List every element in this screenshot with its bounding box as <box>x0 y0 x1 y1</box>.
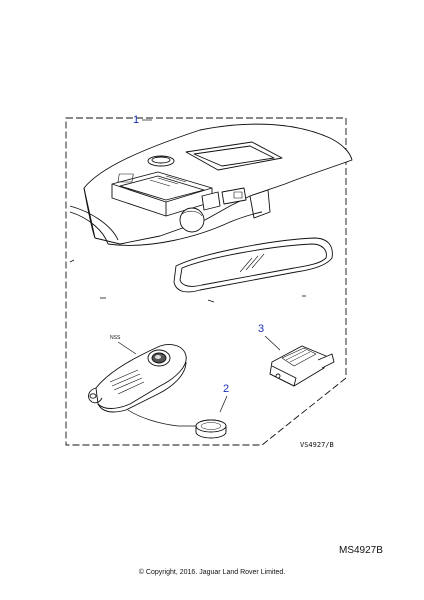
part-label-nss: NSS <box>110 335 121 341</box>
callout-3[interactable]: 3 <box>258 323 281 351</box>
rear-view-mirror[interactable] <box>173 237 333 293</box>
remote-transmitter[interactable] <box>88 341 187 413</box>
diagram-code: MS4927B <box>339 545 383 556</box>
callout-2-number: 2 <box>223 383 229 395</box>
battery-coin-cell[interactable] <box>195 419 227 439</box>
callout-2[interactable]: 2 <box>219 383 229 413</box>
switch-connector[interactable] <box>269 345 335 387</box>
callout-1[interactable]: 1 <box>133 114 152 126</box>
copyright-notice: © Copyright, 2016. Jaguar Land Rover Lim… <box>138 569 286 576</box>
windscreen-marks <box>69 259 306 303</box>
callout-1-number: 1 <box>133 114 139 126</box>
dashed-frame <box>65 117 347 446</box>
callout-3-number: 3 <box>258 323 264 335</box>
reference-code: VS4927/B <box>300 441 334 449</box>
cable <box>127 409 196 427</box>
overhead-console[interactable] <box>69 123 353 246</box>
